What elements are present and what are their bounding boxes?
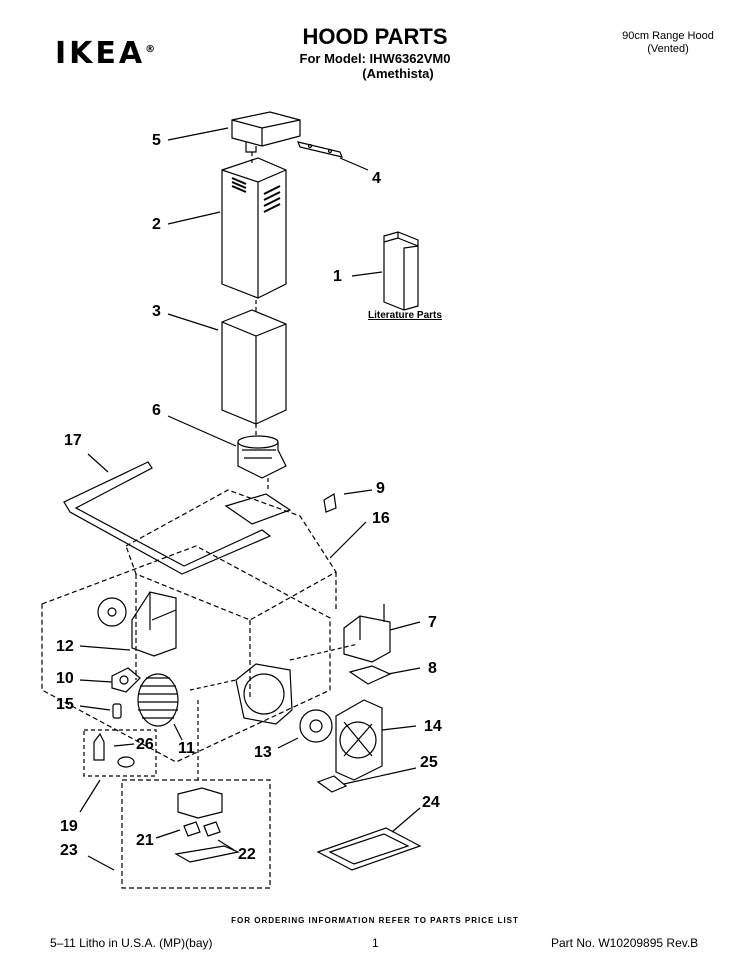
callout-1: 1 <box>333 268 342 285</box>
litho-info: 5–11 Litho in U.S.A. (MP)(bay) <box>50 936 213 950</box>
part-grease-filter <box>316 827 422 871</box>
literature-parts-label: Literature Parts <box>368 310 442 321</box>
part-number: Part No. W10209895 Rev.B <box>551 936 699 950</box>
part-literature <box>383 231 419 311</box>
callout-11: 11 <box>178 740 195 757</box>
part-bracket <box>297 141 343 158</box>
callout-14: 14 <box>424 718 442 735</box>
page-number: 1 <box>372 936 379 950</box>
part-upper-chimney <box>221 157 287 299</box>
ordering-info: FOR ORDERING INFORMATION REFER TO PARTS … <box>231 916 519 925</box>
callout-21: 21 <box>136 832 154 849</box>
part-duct-connector <box>231 111 301 153</box>
hood-type: 90cm Range Hood (Vented) <box>570 30 750 56</box>
callout-24: 24 <box>422 794 440 811</box>
callout-4: 4 <box>372 170 381 187</box>
callout-10: 10 <box>56 670 74 687</box>
part-blower-housing-right <box>235 663 333 743</box>
part-blower-frame <box>41 545 331 763</box>
part-blower-housing-left <box>97 591 177 657</box>
model-variant: (Amethista) <box>362 66 434 81</box>
callout-13: 13 <box>254 744 272 761</box>
callout-6: 6 <box>152 402 161 419</box>
part-blower-wheel <box>137 673 179 727</box>
part-lamp-housing <box>316 775 348 793</box>
model-line: For Model: IHW6362VM0 <box>299 51 451 66</box>
part-control-bracket <box>343 604 391 663</box>
callout-16: 16 <box>372 510 390 527</box>
model-info: For Model: IHW6362VM0 (Amethista) <box>230 51 520 81</box>
callout-17: 17 <box>64 432 82 449</box>
callout-15: 15 <box>56 696 74 713</box>
routing-lines <box>189 643 359 780</box>
callout-9: 9 <box>376 480 385 497</box>
callout-23: 23 <box>60 842 78 859</box>
part-capacitor <box>112 703 122 719</box>
part-motor-bracket <box>111 667 141 693</box>
hood-type-line: 90cm Range Hood <box>622 30 714 42</box>
hood-subtype-line: (Vented) <box>647 43 689 55</box>
callout-26: 26 <box>136 736 154 753</box>
part-lower-chimney <box>221 309 287 425</box>
part-blower-adapter <box>237 435 287 479</box>
leader-lines <box>79 127 421 871</box>
callout-12: 12 <box>56 638 74 655</box>
part-hood-body <box>125 489 337 700</box>
callout-22: 22 <box>238 846 256 863</box>
callout-8: 8 <box>428 660 437 677</box>
callout-25: 25 <box>420 754 438 771</box>
part-switch <box>348 665 392 685</box>
part-bulb-group <box>83 729 157 777</box>
callout-5: 5 <box>152 132 161 149</box>
callout-19: 19 <box>60 818 78 835</box>
ikea-logo: IKEA® <box>55 36 159 71</box>
part-seal <box>63 461 272 575</box>
callout-7: 7 <box>428 614 437 631</box>
part-clip <box>323 493 337 513</box>
page-title: HOOD PARTS <box>302 24 448 49</box>
part-light-assembly <box>121 779 271 889</box>
part-motor-cover <box>335 699 383 781</box>
callout-3: 3 <box>152 303 161 320</box>
callout-2: 2 <box>152 216 161 233</box>
